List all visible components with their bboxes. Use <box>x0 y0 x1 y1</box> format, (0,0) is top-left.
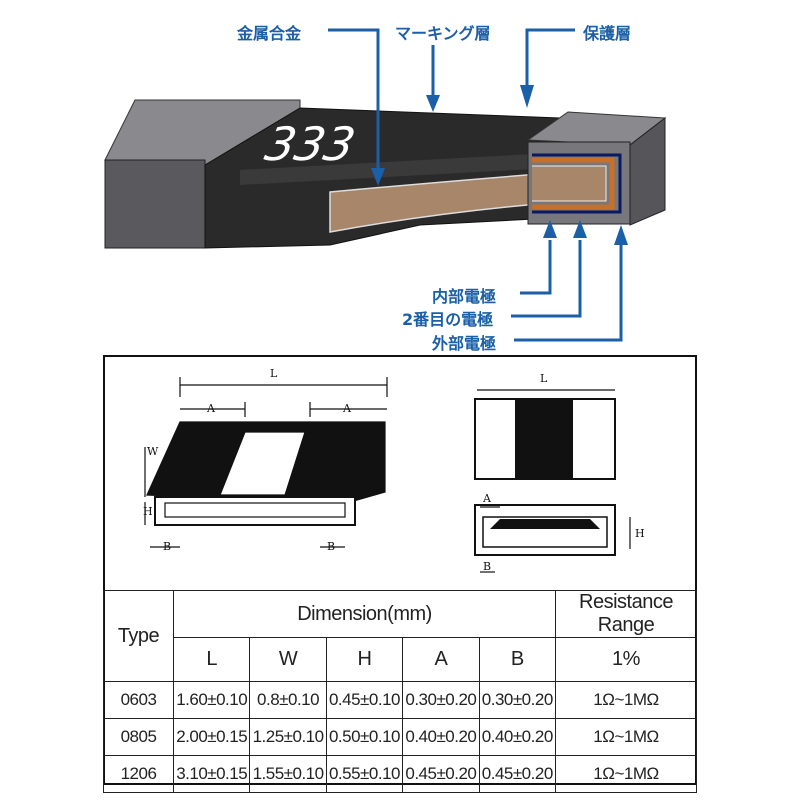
resistor-cutaway-illustration: 333 <box>104 28 667 342</box>
chip-marking: 333 <box>261 117 360 170</box>
callout-lines <box>328 28 623 342</box>
cell-b: 0.45±0.20 <box>478 755 557 793</box>
dimension-table: Type Dimension(mm) Resistance Range L W … <box>103 590 697 793</box>
label-inner-electrode: 内部電極 <box>432 287 497 306</box>
label-second-electrode: 2番目の電極 <box>402 310 494 329</box>
header-dimension: Dimension(mm) <box>173 590 556 638</box>
cell-range: 1Ω~1MΩ <box>555 755 697 793</box>
dim-label-h: H <box>143 505 153 518</box>
cell-h: 0.45±0.10 <box>325 681 404 719</box>
cell-h: 0.55±0.10 <box>325 755 404 793</box>
cell-b: 0.30±0.20 <box>478 681 557 719</box>
arrowheads <box>371 85 628 245</box>
label-outer-electrode: 外部電極 <box>432 334 497 353</box>
cell-a: 0.30±0.20 <box>402 681 480 719</box>
dim-label-b: B <box>163 540 172 553</box>
cell-a: 0.40±0.20 <box>402 718 480 756</box>
table-row: 0603 1.60±0.10 0.8±0.10 0.45±0.10 0.30±0… <box>103 681 697 719</box>
cell-range: 1Ω~1MΩ <box>555 681 697 719</box>
header-l: L <box>172 637 251 682</box>
dim-label-b-right: B <box>327 540 336 553</box>
cell-w: 1.55±0.10 <box>249 755 327 793</box>
cell-l: 1.60±0.10 <box>172 681 251 719</box>
left-terminal <box>104 159 206 249</box>
dim-label-w: W <box>147 445 159 458</box>
dim-label-l-top-view: L <box>540 372 548 385</box>
cell-h: 0.50±0.10 <box>325 718 404 756</box>
cell-type: 1206 <box>103 755 174 793</box>
cell-type: 0805 <box>103 718 174 756</box>
dim-label-a-right: A <box>343 402 351 415</box>
cell-w: 0.8±0.10 <box>249 681 327 719</box>
dim-label-a-side-view: A <box>483 492 491 505</box>
label-marking-layer: マーキング層 <box>395 24 491 43</box>
header-w: W <box>249 637 327 682</box>
outer-electrode <box>532 153 622 214</box>
cell-l: 3.10±0.15 <box>172 755 251 793</box>
label-metal-alloy: 金属合金 <box>237 24 302 43</box>
table-row: 1206 3.10±0.15 1.55±0.10 0.55±0.10 0.45±… <box>103 755 697 793</box>
cell-w: 1.25±0.10 <box>249 718 327 756</box>
dim-label-h-side-view: H <box>635 527 645 540</box>
header-b: B <box>478 637 557 682</box>
body-side <box>240 150 610 185</box>
cell-a: 0.45±0.20 <box>402 755 480 793</box>
cell-l: 2.00±0.15 <box>172 718 251 756</box>
dimension-drawing <box>144 377 631 573</box>
dim-label-l: L <box>270 367 278 380</box>
header-tolerance: 1% <box>555 637 697 682</box>
header-h: H <box>325 637 404 682</box>
label-protective-layer: 保護層 <box>583 24 632 43</box>
dim-label-a: A <box>207 402 215 415</box>
header-resistance-range: Resistance Range <box>555 590 697 638</box>
cell-range: 1Ω~1MΩ <box>555 718 697 756</box>
alloy-end <box>532 165 607 202</box>
cell-b: 0.40±0.20 <box>478 718 557 756</box>
header-a: A <box>402 637 480 682</box>
inner-electrode <box>532 157 615 210</box>
header-type: Type <box>103 590 174 682</box>
dim-label-b-side-view: B <box>483 560 492 573</box>
table-row: 0805 2.00±0.15 1.25±0.10 0.50±0.10 0.40±… <box>103 718 697 756</box>
cell-type: 0603 <box>103 681 174 719</box>
